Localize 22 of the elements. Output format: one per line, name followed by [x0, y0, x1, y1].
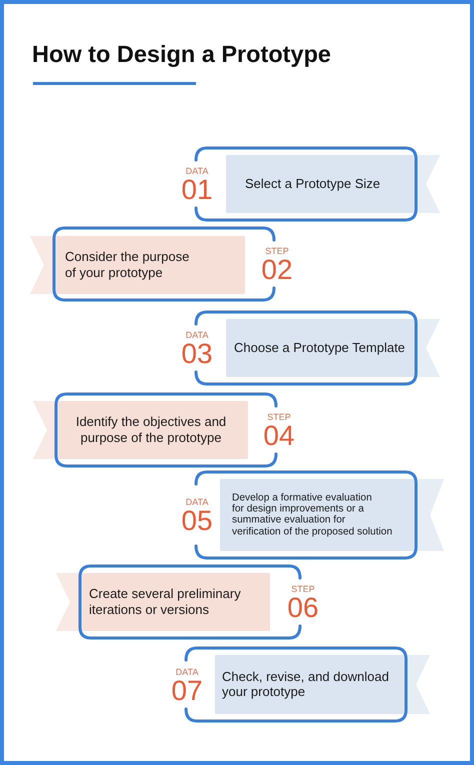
- page-title: How to Design a Prototype: [32, 41, 331, 68]
- step-label: STEP: [291, 585, 315, 594]
- step-label: DATA: [176, 668, 198, 677]
- step-number: 04: [263, 422, 295, 450]
- step-label: DATA: [186, 331, 208, 340]
- step-description: Develop a formative evaluation for design improvements or a summative evaluation for verification of the proposed solution: [232, 492, 392, 538]
- step-number: 01: [181, 176, 213, 204]
- step-label: STEP: [267, 413, 291, 422]
- step-label: STEP: [265, 247, 289, 256]
- step-description: Choose a Prototype Template: [234, 340, 406, 356]
- step-description: Identify the objectives and purpose of the prototype: [76, 414, 226, 446]
- step-description: Select a Prototype Size: [245, 176, 380, 192]
- step-label: DATA: [186, 167, 208, 176]
- step-description: Check, revise, and download your prototype: [222, 668, 389, 700]
- step-label: DATA: [186, 498, 208, 507]
- step-description: Consider the purpose of your prototype: [65, 249, 190, 281]
- step-number: 05: [181, 507, 213, 535]
- step-number: 06: [287, 594, 319, 622]
- step-description: Create several preliminary iterations or versions: [89, 586, 241, 618]
- step-number: 07: [171, 677, 203, 705]
- step-number: 02: [261, 256, 293, 284]
- step-number: 03: [181, 340, 213, 368]
